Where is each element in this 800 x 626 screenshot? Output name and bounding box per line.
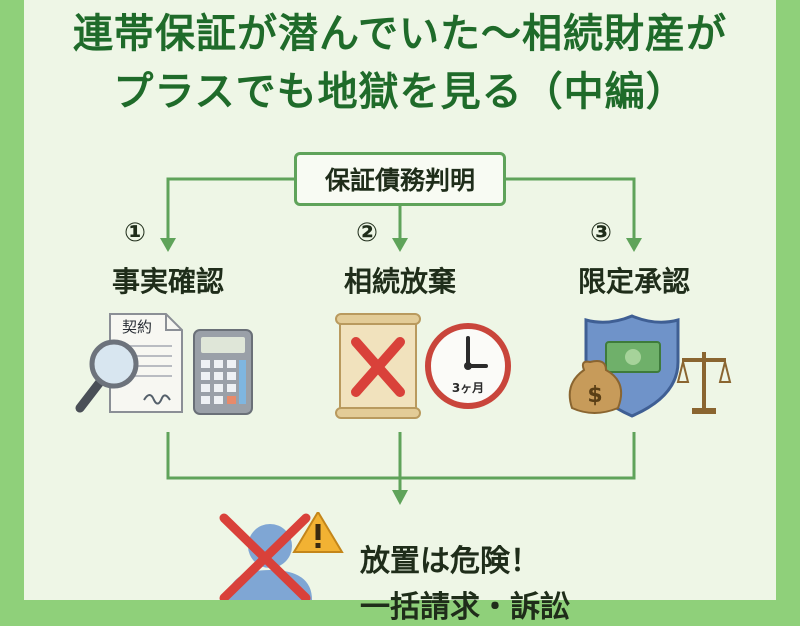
warning-icon: [292, 512, 344, 553]
renunciation-illustration: 3ヶ月: [335, 313, 511, 419]
step-label-renunciation: 相続放棄: [343, 265, 456, 298]
step-number-1: ①: [124, 218, 147, 248]
arrowhead-left: [160, 238, 176, 252]
calculator-icon: [193, 329, 253, 415]
connector-right: [506, 177, 636, 240]
arrowhead-center: [392, 238, 408, 252]
clock-label: 3ヶ月: [452, 381, 484, 395]
svg-text:$: $: [587, 383, 602, 408]
warning-illustration: [219, 512, 344, 600]
contract-label: 契約: [122, 318, 152, 336]
head-box: 保証債務判明: [294, 152, 506, 206]
money-bag-icon: $: [568, 360, 622, 414]
title-line-1: 連帯保証が潜んでいた〜相続財産が: [73, 11, 727, 57]
cross-icon: [351, 337, 405, 397]
warning-text-1: 放置は危険！: [360, 544, 540, 579]
magnifier-icon: [75, 339, 139, 413]
document-icon: [109, 313, 183, 413]
fact-check-illustration: 契約: [75, 313, 253, 415]
step-number-2: ②: [356, 218, 379, 248]
flow-connectors: [160, 177, 642, 505]
cross-icon: [219, 513, 311, 600]
qualified-acceptance-illustration: $: [568, 314, 732, 418]
arrowhead-bottom: [392, 490, 408, 505]
title-line-2: プラスでも地獄を見る（中編）: [113, 69, 687, 115]
arrowhead-right: [626, 238, 642, 252]
connector-left: [166, 177, 294, 240]
step-label-qualified-acceptance: 限定承認: [577, 265, 690, 298]
clock-icon: [425, 323, 511, 409]
step-number-3: ③: [590, 218, 613, 248]
step-label-fact-check: 事実確認: [111, 265, 224, 298]
warning-text-2: 一括請求・訴訟: [360, 590, 570, 625]
scale-icon: [676, 352, 732, 414]
